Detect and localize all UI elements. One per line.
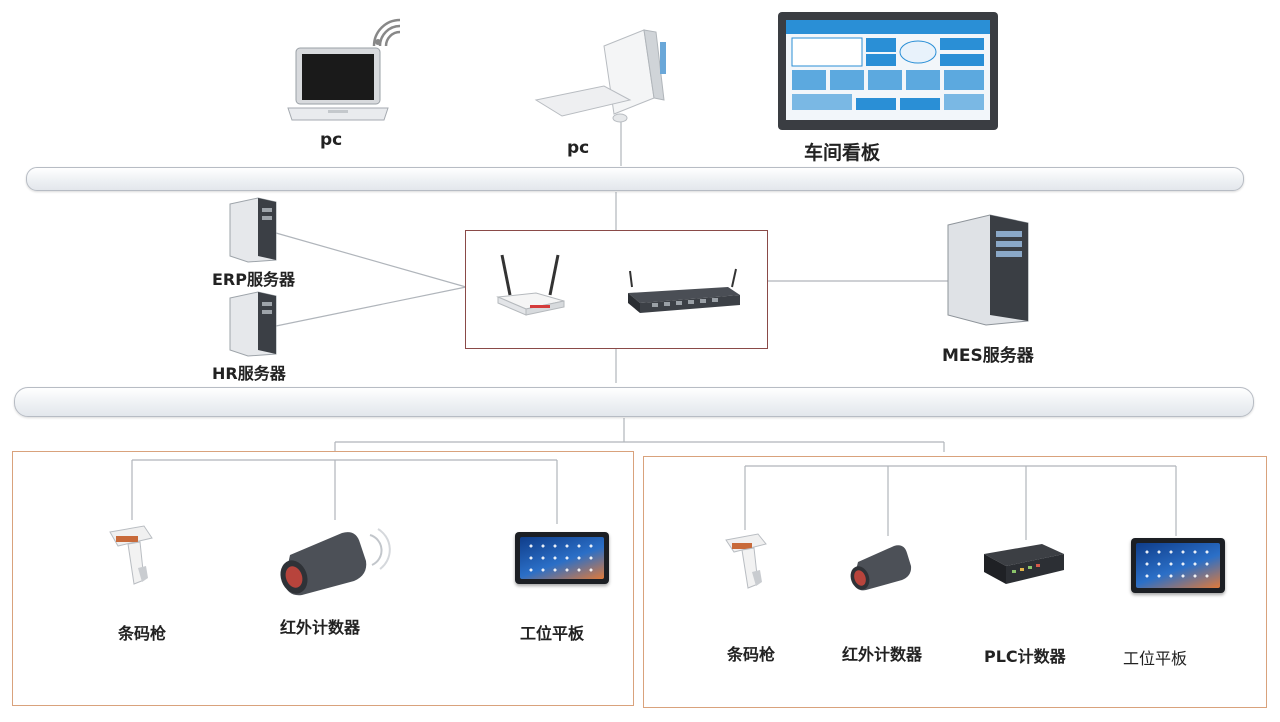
infrared-counter-icon — [850, 545, 912, 591]
left-device-label-2: 工位平板 — [520, 624, 585, 643]
wifi-icon — [372, 18, 401, 47]
laptop-icon — [287, 47, 389, 121]
laptop-label: pc — [320, 130, 343, 150]
right-device-label-2: PLC计数器 — [984, 647, 1066, 666]
workstation-tablet-icon — [515, 532, 609, 584]
device-group-right — [643, 456, 1267, 708]
workstation-tablet-icon — [1131, 538, 1225, 593]
hr-server-icon — [229, 291, 277, 357]
dashboard-monitor-icon — [778, 12, 998, 130]
network-core-box — [465, 230, 768, 349]
dashboard-label: 车间看板 — [804, 142, 881, 164]
desktop-label: pc — [567, 138, 590, 158]
barcode-scanner-icon — [725, 533, 767, 589]
hr-server-label: HR服务器 — [212, 364, 286, 383]
barcode-scanner-icon — [109, 525, 153, 585]
right-device-label-3: 工位平板 — [1123, 649, 1188, 668]
network-gateway-icon — [628, 268, 740, 313]
right-device-label-1: 红外计数器 — [842, 645, 923, 664]
mes-server-label: MES服务器 — [942, 346, 1034, 366]
right-device-label-0: 条码枪 — [727, 645, 776, 664]
lower-network-bus — [14, 387, 1254, 417]
erp-server-label: ERP服务器 — [212, 270, 295, 289]
wireless-router-icon — [496, 254, 565, 316]
plc-counter-icon — [984, 544, 1064, 584]
mes-server-icon — [947, 214, 1029, 326]
left-device-label-0: 条码枪 — [118, 624, 167, 643]
infrared-counter-icon — [280, 528, 391, 596]
left-device-label-1: 红外计数器 — [280, 618, 361, 637]
erp-server-icon — [229, 197, 277, 263]
upper-network-bus — [26, 167, 1244, 191]
device-group-left — [12, 451, 634, 706]
desktop-pc-icon — [534, 29, 666, 123]
